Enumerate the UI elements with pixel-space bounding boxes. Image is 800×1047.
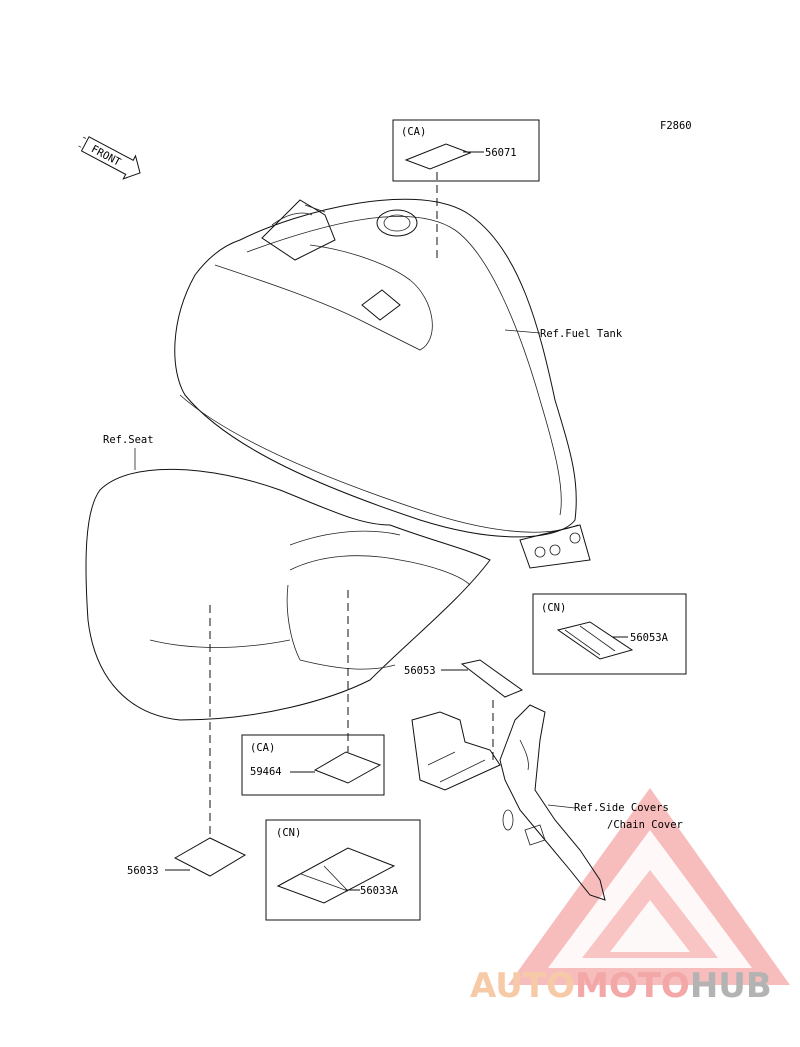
seat-ref: Ref.Seat bbox=[103, 434, 154, 446]
part-56053: 56053 bbox=[404, 665, 436, 677]
seat bbox=[85, 468, 491, 721]
cn-bottom-number: 56033A bbox=[360, 885, 399, 897]
svg-text:AUTOMOTOHUB: AUTOMOTOHUB bbox=[470, 966, 772, 1006]
ca-top-box: (CA) 56071 bbox=[392, 119, 540, 182]
part-56033: 56033 bbox=[127, 865, 159, 877]
side-cover-ref-2: /Chain Cover bbox=[607, 819, 683, 831]
fuel-tank-ref: Ref.Fuel Tank bbox=[540, 328, 623, 340]
figure-code: F2860 bbox=[660, 120, 692, 132]
watermark-moto: MOTO bbox=[575, 966, 690, 1006]
side-cover bbox=[411, 704, 606, 901]
side-cover-ref-1: Ref.Side Covers bbox=[574, 802, 669, 814]
cn-right-tag: (CN) bbox=[541, 602, 566, 614]
ca-top-number: 56071 bbox=[485, 147, 517, 159]
ca-mid-number: 59464 bbox=[250, 766, 282, 778]
cn-bottom-box: (CN) 56033A bbox=[265, 819, 421, 921]
watermark-logo: AUTOMOTOHUB bbox=[470, 788, 790, 1006]
watermark-auto: AUTO bbox=[470, 966, 575, 1006]
cn-right-number: 56053A bbox=[630, 632, 669, 644]
ca-mid-box: (CA) 59464 bbox=[241, 734, 385, 796]
front-label: FRONT bbox=[89, 143, 123, 169]
fuel-tank bbox=[174, 198, 591, 569]
ca-top-tag: (CA) bbox=[401, 126, 426, 138]
watermark-hub: HUB bbox=[690, 966, 772, 1006]
ca-mid-tag: (CA) bbox=[250, 742, 275, 754]
front-arrow-icon: FRONT bbox=[78, 136, 141, 180]
cn-bottom-tag: (CN) bbox=[276, 827, 301, 839]
cn-right-box: (CN) 56053A bbox=[532, 593, 687, 675]
